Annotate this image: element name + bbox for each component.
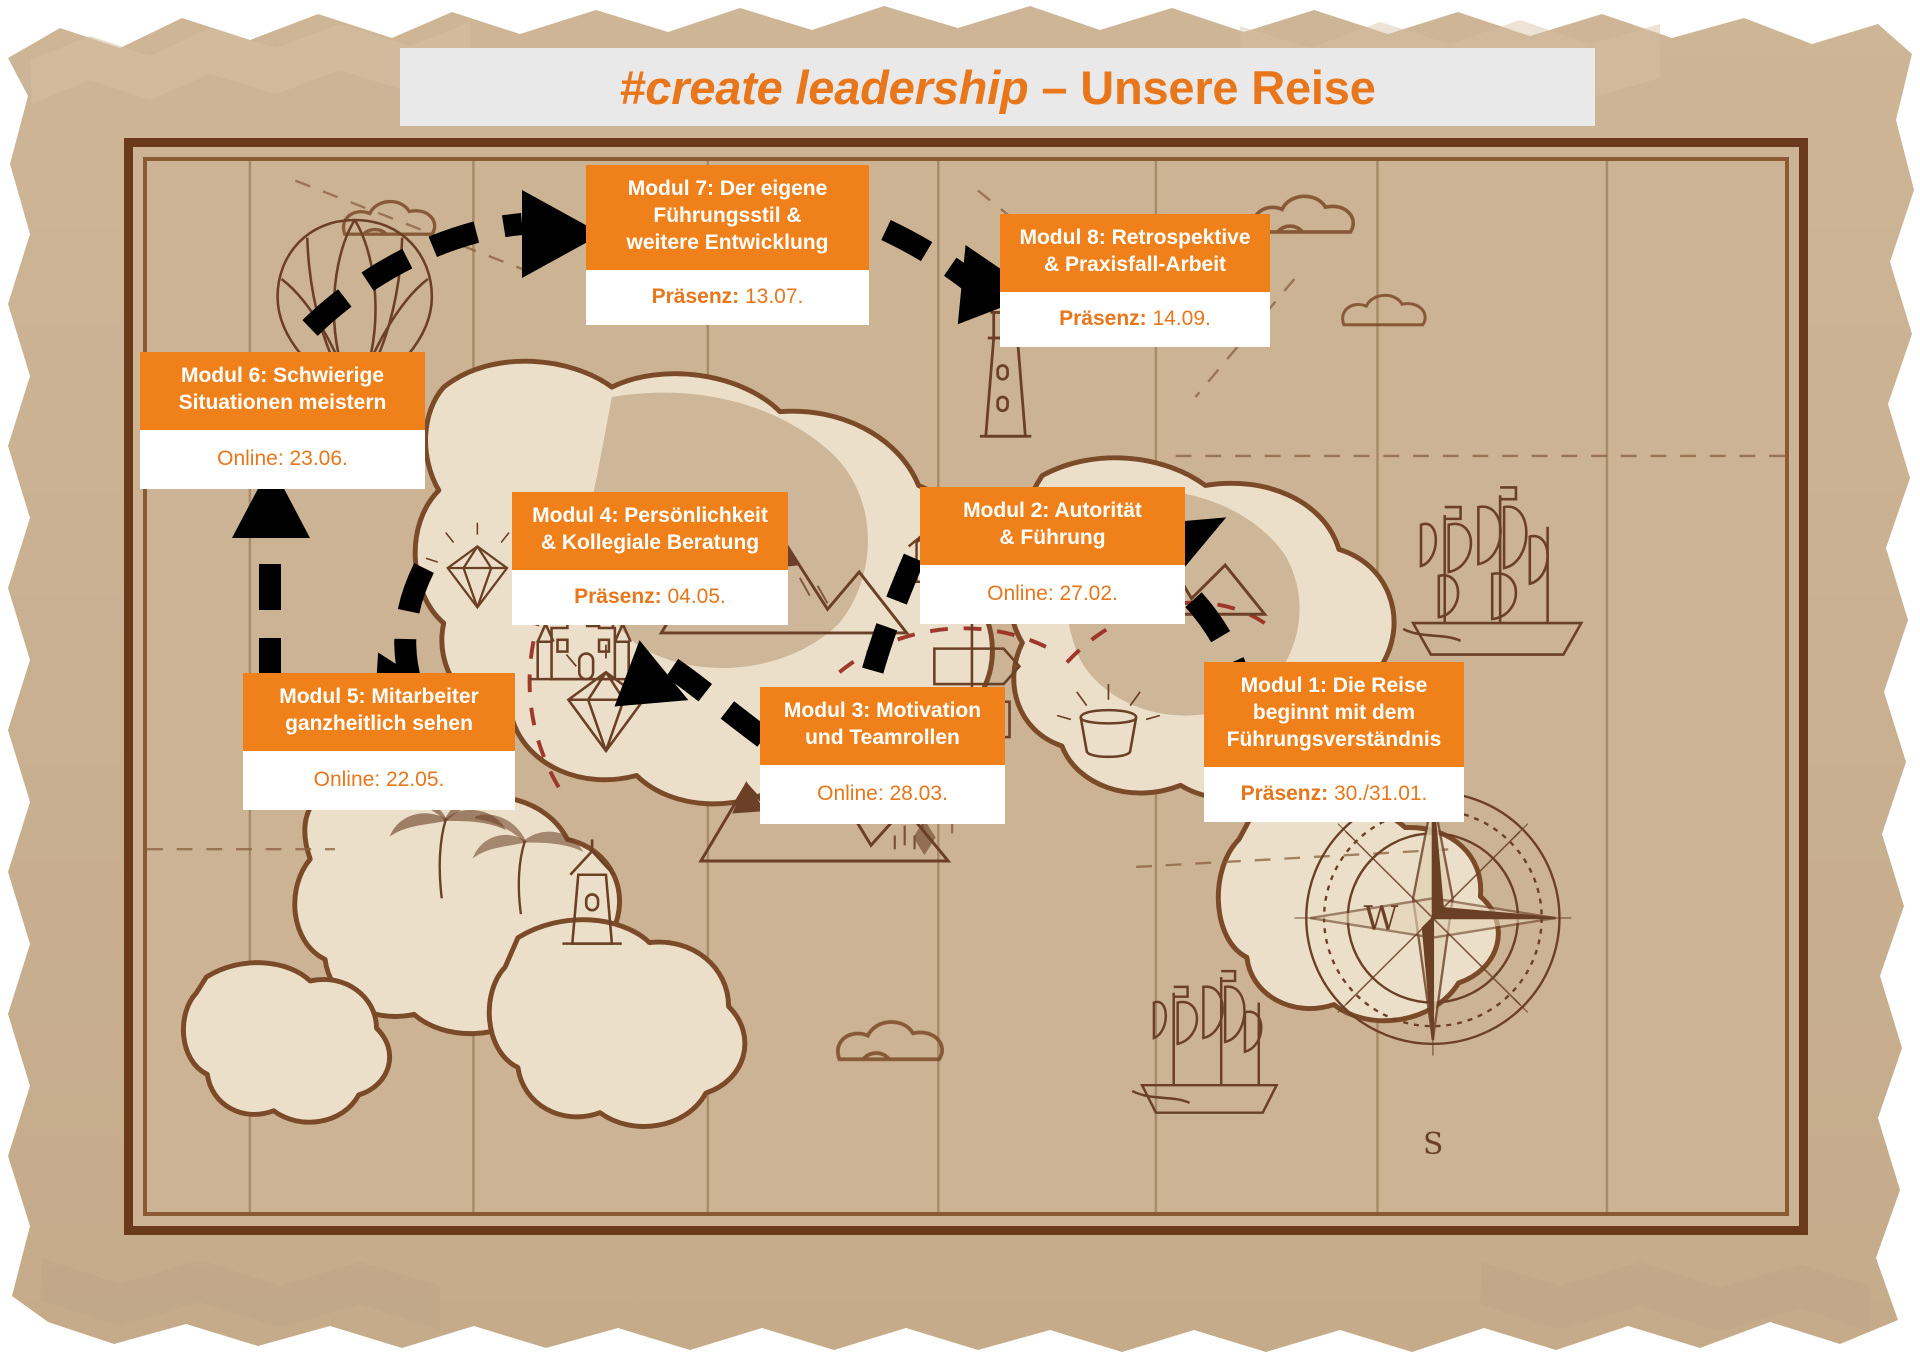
module-2-date-label: Online: bbox=[987, 581, 1060, 605]
module-5-date: Online: 22.05. bbox=[243, 750, 515, 810]
module-5-title: Modul 5: Mitarbeiter ganzheitlich sehen bbox=[243, 673, 515, 751]
module-5-date-label: Online: bbox=[313, 767, 386, 791]
module-1-title-line-1: Modul 1: Die Reise bbox=[1240, 674, 1428, 697]
module-6-title-line-1: Modul 6: Schwierige bbox=[180, 364, 385, 387]
module-5-title-line-2: ganzheitlich sehen bbox=[285, 711, 473, 735]
module-card-4[interactable]: Modul 4: Persönlichkeit & Kollegiale Ber… bbox=[512, 492, 788, 625]
module-3-date-label: Online: bbox=[817, 781, 890, 805]
module-card-6[interactable]: Modul 6: Schwierige Situationen meistern… bbox=[140, 352, 425, 489]
module-7-date-value: 13.07. bbox=[744, 284, 804, 308]
module-4-date-label: Präsenz: bbox=[574, 584, 668, 608]
svg-text:W: W bbox=[1364, 899, 1399, 938]
module-1-date: Präsenz: 30./31.01. bbox=[1204, 766, 1464, 822]
module-4-title-line-1: Modul 4: Persönlichkeit bbox=[532, 504, 768, 527]
module-8-date-value: 14.09. bbox=[1152, 306, 1211, 330]
module-8-date-label: Präsenz: bbox=[1059, 306, 1153, 330]
title-separator: – bbox=[1028, 60, 1081, 114]
module-4-title-line-2: & Kollegiale Beratung bbox=[540, 530, 760, 554]
module-card-7[interactable]: Modul 7: Der eigene Führungsstil & weite… bbox=[586, 165, 869, 325]
module-6-date-label: Online: bbox=[217, 446, 290, 470]
module-3-title-line-1: Modul 3: Motivation bbox=[783, 699, 982, 722]
module-2-title: Modul 2: Autorität & Führung bbox=[920, 487, 1185, 565]
module-4-title: Modul 4: Persönlichkeit & Kollegiale Ber… bbox=[512, 492, 788, 570]
module-6-date-value: 23.06. bbox=[289, 446, 348, 470]
page-title: #create leadership – Unsere Reise bbox=[619, 60, 1375, 115]
module-5-date-value: 22.05. bbox=[385, 767, 445, 791]
module-2-title-line-1: Modul 2: Autorität bbox=[963, 499, 1142, 522]
svg-text:S: S bbox=[1423, 1127, 1443, 1161]
module-card-1[interactable]: Modul 1: Die Reise beginnt mit dem Führu… bbox=[1204, 662, 1464, 822]
module-7-title: Modul 7: Der eigene Führungsstil & weite… bbox=[586, 165, 869, 270]
poster-title-bar: #create leadership – Unsere Reise bbox=[400, 48, 1595, 126]
map-frame-inner: W S bbox=[143, 157, 1789, 1216]
module-7-title-line-1: Modul 7: Der eigene bbox=[627, 177, 828, 200]
module-7-title-line-2: Führungsstil & bbox=[653, 203, 802, 227]
module-5-title-line-1: Modul 5: Mitarbeiter bbox=[279, 685, 479, 708]
title-hashtag: #create leadership bbox=[619, 60, 1029, 114]
module-3-date: Online: 28.03. bbox=[760, 764, 1005, 824]
module-8-title-line-1: Modul 8: Retrospektive bbox=[1019, 226, 1251, 249]
module-card-5[interactable]: Modul 5: Mitarbeiter ganzheitlich sehen … bbox=[243, 673, 515, 810]
module-3-title: Modul 3: Motivation und Teamrollen bbox=[760, 687, 1005, 765]
module-6-title: Modul 6: Schwierige Situationen meistern bbox=[140, 352, 425, 430]
title-subtitle: Unsere Reise bbox=[1080, 60, 1376, 114]
module-1-date-value: 30./31.01. bbox=[1333, 781, 1428, 805]
module-1-date-label: Präsenz: bbox=[1240, 781, 1334, 805]
module-card-8[interactable]: Modul 8: Retrospektive & Praxisfall-Arbe… bbox=[1000, 214, 1270, 347]
module-4-date-value: 04.05. bbox=[667, 584, 726, 608]
module-7-date: Präsenz: 13.07. bbox=[586, 269, 869, 325]
module-1-title: Modul 1: Die Reise beginnt mit dem Führu… bbox=[1204, 662, 1464, 767]
module-2-date-value: 27.02. bbox=[1059, 581, 1118, 605]
module-card-3[interactable]: Modul 3: Motivation und Teamrollen Onlin… bbox=[760, 687, 1005, 824]
module-7-title-line-3: weitere Entwicklung bbox=[626, 230, 829, 254]
module-6-title-line-2: Situationen meistern bbox=[178, 390, 387, 414]
module-4-date: Präsenz: 04.05. bbox=[512, 569, 788, 625]
module-7-date-label: Präsenz: bbox=[651, 284, 745, 308]
module-3-date-value: 28.03. bbox=[889, 781, 948, 805]
module-8-title: Modul 8: Retrospektive & Praxisfall-Arbe… bbox=[1000, 214, 1270, 292]
module-card-2[interactable]: Modul 2: Autorität & Führung Online: 27.… bbox=[920, 487, 1185, 624]
module-6-date: Online: 23.06. bbox=[140, 429, 425, 489]
module-2-date: Online: 27.02. bbox=[920, 564, 1185, 624]
module-3-title-line-2: und Teamrollen bbox=[805, 725, 960, 749]
module-1-title-line-3: Führungsverständnis bbox=[1226, 727, 1442, 751]
module-8-title-line-2: & Praxisfall-Arbeit bbox=[1043, 252, 1227, 276]
module-1-title-line-2: beginnt mit dem bbox=[1252, 700, 1416, 724]
module-8-date: Präsenz: 14.09. bbox=[1000, 291, 1270, 347]
module-2-title-line-2: & Führung bbox=[999, 525, 1106, 549]
